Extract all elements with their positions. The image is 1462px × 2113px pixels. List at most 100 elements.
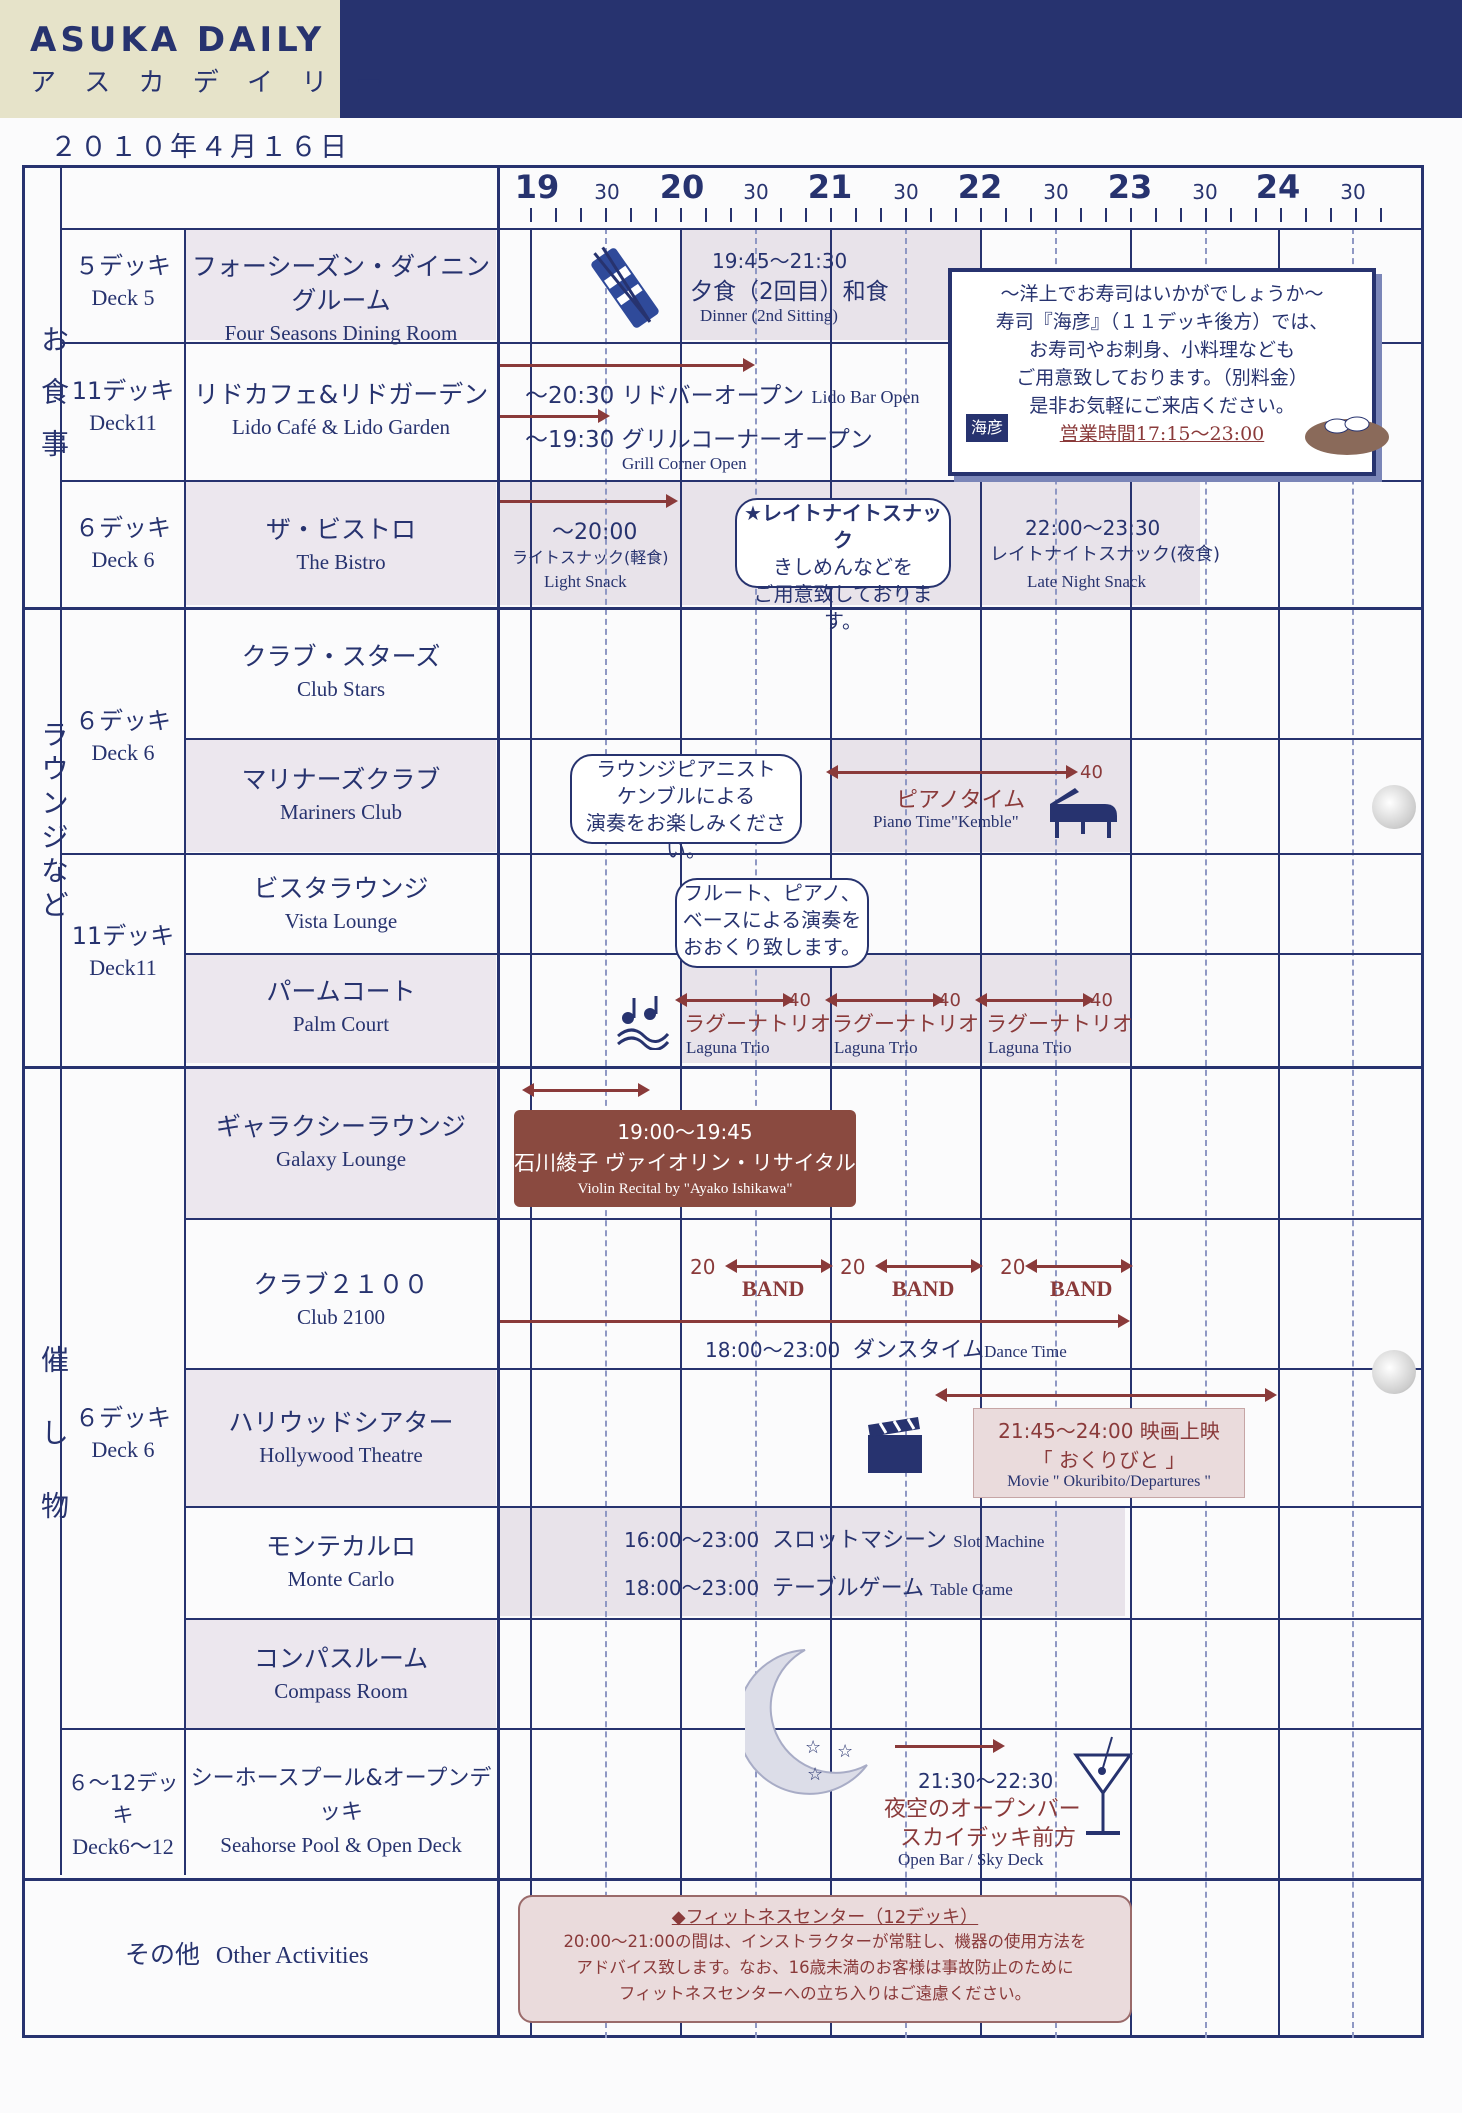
time-tick [655,208,657,222]
grid-line [1352,228,1354,2038]
light-snack-time: 〜20:00 [552,520,638,545]
venue-cell-bg [186,1068,496,1218]
time-tick [1080,208,1082,222]
band-break: 20 [690,1255,716,1279]
light-snack-arrow [500,494,678,508]
time-tick [880,208,882,222]
half-hour-label: 30 [1043,180,1069,204]
laguna-trio-jp: ラグーナトリオ [832,1012,979,1036]
hour-label: 21 [807,168,853,206]
open-bar-time: 21:30〜22:30 [918,1769,1054,1793]
grid-line [184,1218,1424,1220]
hour-label: 22 [957,168,1003,206]
half-hour-label: 30 [893,180,919,204]
laguna-trio-en: Laguna Trio [834,1038,918,1057]
laguna-minutes: 40 [938,990,961,1011]
time-tick [1130,208,1132,222]
dance-arrow [500,1314,1130,1328]
half-hour-label: 30 [594,180,620,204]
grid-line [60,480,1424,482]
violin-arrow [522,1083,650,1097]
half-hour-label: 30 [743,180,769,204]
band-break: 20 [840,1255,866,1279]
open-bar-location: スカイデッキ前方 [900,1826,1077,1851]
sushi-plate-icon [1302,392,1392,466]
movie-arrow [935,1388,1277,1402]
hour-label: 23 [1107,168,1153,206]
laguna-minutes: 40 [1090,990,1113,1011]
venue-cell-bg [186,740,496,852]
piano-time-jp: ピアノタイム [896,788,1026,813]
header-band [340,0,1462,118]
half-hour-label: 30 [1340,180,1366,204]
dance-time: 18:00〜23:00 ダンスタイムDance Time [705,1338,1067,1363]
grid-line [60,342,1424,344]
time-tick [1355,208,1357,222]
lido-bar-arrow [500,358,755,372]
grid-line [1130,228,1132,2038]
schedule-grid [22,165,1424,2038]
grill-open: 〜19:30 グリルコーナーオープン [525,427,873,453]
light-snack-jp: ライトスナック(軽食) [512,548,669,567]
laguna-arrow [825,993,945,1007]
laguna-arrow [975,993,1095,1007]
hour-label: 19 [514,168,560,206]
grid-line [184,1506,1424,1508]
pianist-bubble: ラウンジピアニスト ケンブルによる 演奏をお楽しみください。 [570,754,802,862]
dinner-time: 19:45〜21:30 [712,249,848,273]
band-arrow [1025,1259,1133,1273]
binder-hole [1372,785,1416,829]
late-snack-time: 22:00〜23:30 [1025,516,1161,540]
band-label: BAND [892,1276,955,1301]
open-bar-en: Open Bar / Sky Deck [898,1850,1044,1869]
sushi-promo-box: 〜洋上でお寿司はいかがでしょうか〜 寿司『海彦』（１１デッキ後方）では、 お寿司… [948,268,1389,476]
late-snack-bubble: ★レイトナイトスナック きしめんなどを ご用意致しております。 [735,498,951,633]
header-brand-panel [0,0,340,118]
hour-label: 20 [659,168,705,206]
time-tick [980,208,982,222]
time-tick [955,208,957,222]
time-shade [500,1506,1125,1616]
late-snack-jp: レイトナイトスナック(夜食) [990,544,1221,565]
music-notes-icon [614,996,670,1054]
violin-recital-box: 19:00〜19:45 石川綾子 ヴァイオリン・リサイタル Violin Rec… [514,1110,856,1207]
grid-line [60,228,1424,230]
time-tick [605,208,607,222]
open-bar-arrow [895,1739,1005,1753]
time-tick [1180,208,1182,222]
time-tick [830,208,832,222]
time-tick [1030,208,1032,222]
venue-other: その他 Other Activities [125,1940,369,1969]
grid-line [22,1066,1424,1069]
grid-line [497,165,500,2038]
time-tick [1380,208,1382,222]
time-tick [530,208,532,222]
grid-line [22,1878,1424,1881]
venue-cell-bg [186,1370,496,1506]
band-arrow [725,1259,833,1273]
flute-bubble: フルート、ピアノ、 ベースによる演奏を おおくり致します。 [675,878,869,968]
venue-cell-bg [186,1620,496,1730]
clapperboard-icon [866,1415,924,1479]
laguna-trio-jp: ラグーナトリオ [684,1012,831,1036]
crescent-moon-icon: ☆☆☆ [736,1645,875,1804]
band-label: BAND [742,1276,805,1301]
sushi-logo: 海彦 [966,414,1008,442]
category-events: 催し物 [37,1345,70,1564]
svg-text:☆: ☆ [837,1741,853,1762]
grid-line [1205,228,1207,2038]
chopsticks-icon [580,240,670,339]
time-tick [1155,208,1157,222]
grid-line [1278,228,1280,2038]
